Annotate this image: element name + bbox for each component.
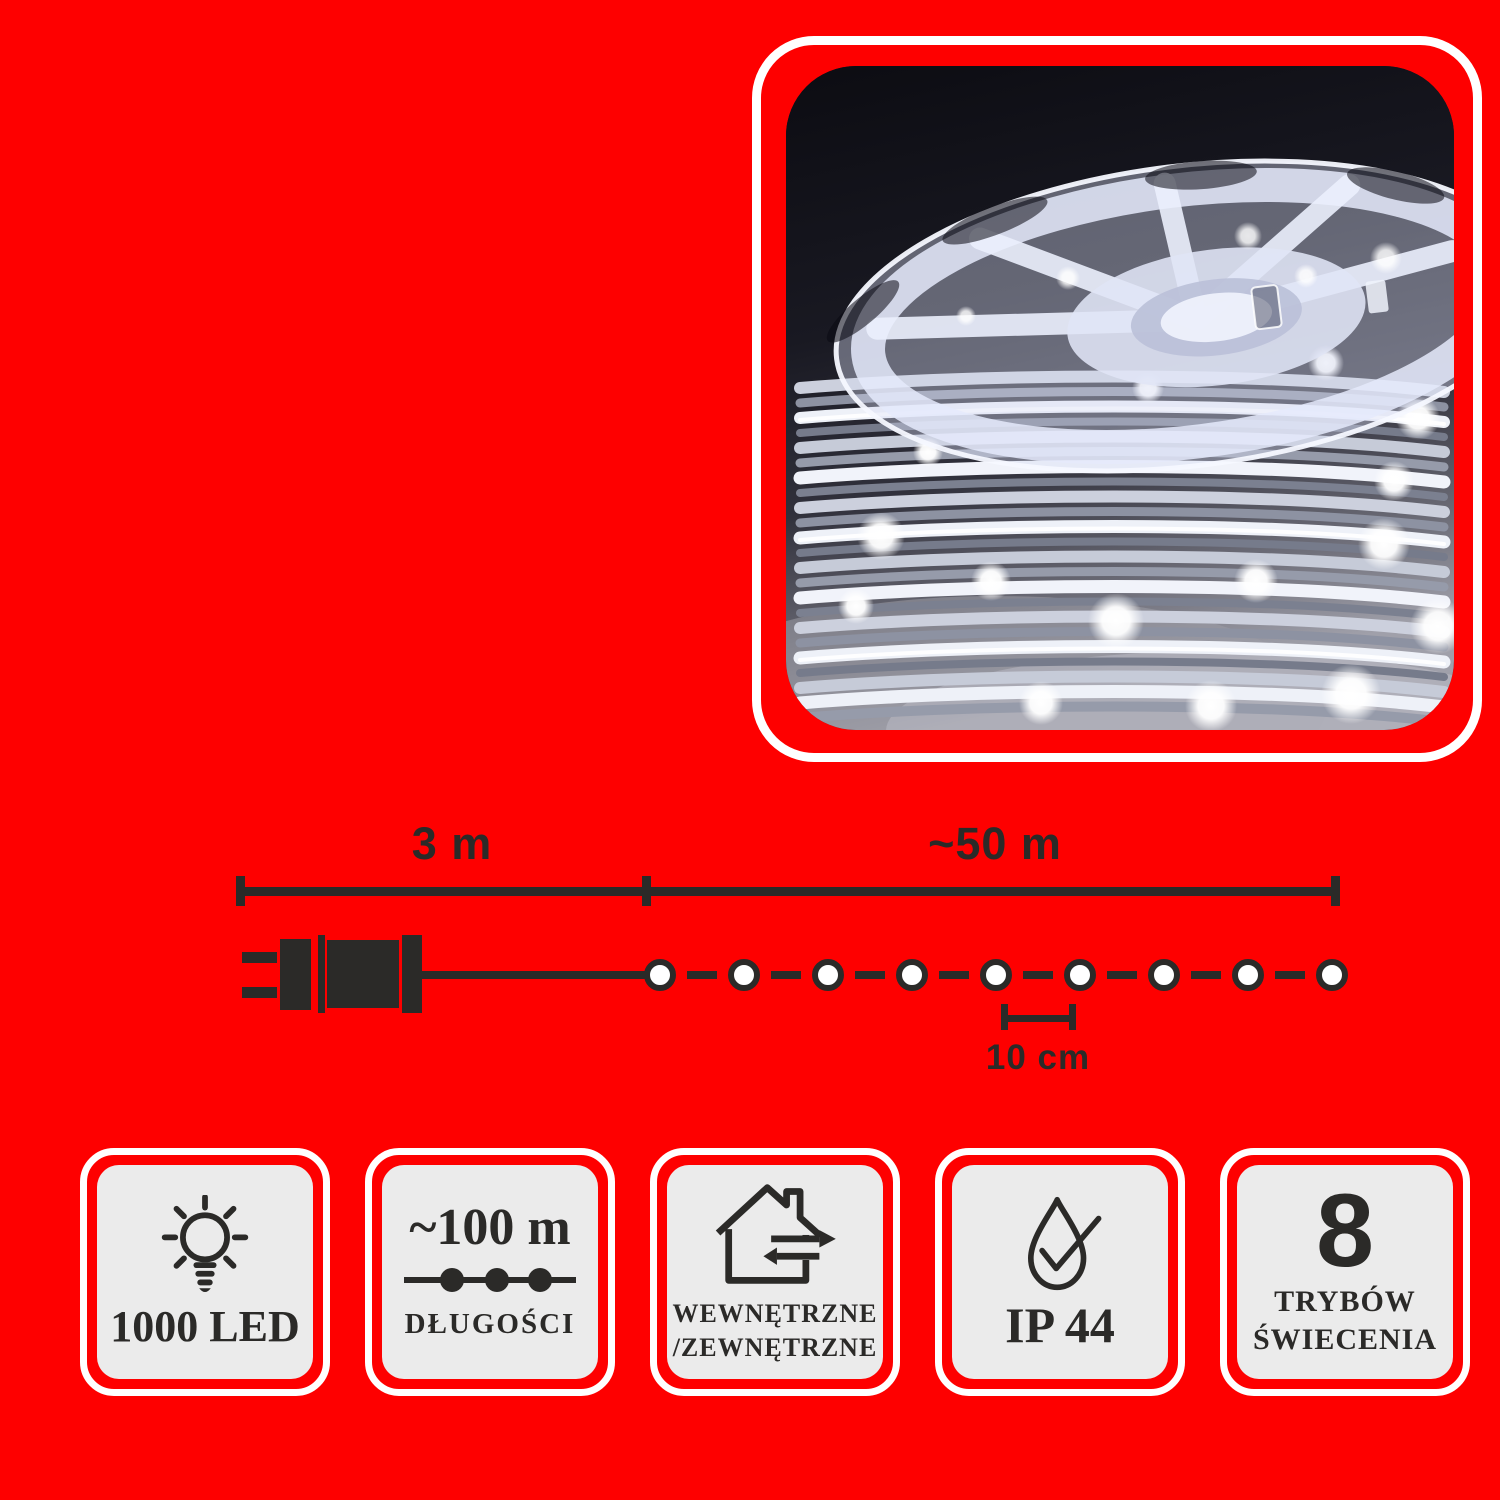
wire-dash	[939, 971, 969, 979]
wire-dash	[771, 971, 801, 979]
modes-label-line1: TRYBÓW	[1274, 1285, 1416, 1319]
wire-dash	[855, 971, 885, 979]
led-dot	[644, 959, 676, 991]
wire-dash	[687, 971, 717, 979]
product-photo-frame	[752, 36, 1482, 762]
lead-cable	[422, 971, 648, 979]
length-label: DŁUGOŚCI	[404, 1308, 576, 1341]
wire-dash	[1107, 971, 1137, 979]
badge-light-modes: 8 TRYBÓW ŚWIECENIA	[1220, 1148, 1470, 1396]
lightbulb-icon	[161, 1195, 249, 1293]
led-dot	[1148, 959, 1180, 991]
spacing-bracket	[1004, 1015, 1073, 1022]
led-string-icon	[404, 1268, 576, 1293]
badge-indoor-outdoor: WEWNĘTRZNE /ZEWNĘTRZNE	[650, 1148, 900, 1396]
led-dot	[728, 959, 760, 991]
led-dot	[1232, 959, 1264, 991]
led-spacing-label: 10 cm	[985, 1038, 1091, 1077]
spacing-bracket-tick-right	[1069, 1004, 1076, 1030]
led-dot	[812, 959, 844, 991]
indoor-outdoor-label-line2: /ZEWNĘTRZNE	[672, 1333, 878, 1362]
lead-length-label: 3 m	[411, 818, 493, 869]
led-spool-illustration	[786, 66, 1454, 730]
length-value: ~100 m	[409, 1199, 571, 1257]
led-count-label: 1000 LED	[110, 1302, 300, 1351]
product-photo	[786, 66, 1454, 730]
wire-dash	[1023, 971, 1053, 979]
indoor-outdoor-label-line1: WEWNĘTRZNE	[672, 1299, 878, 1329]
string-length-label: ~50 m	[928, 818, 1062, 869]
led-dot	[980, 959, 1012, 991]
measure-tick-mid	[642, 876, 651, 906]
led-dot	[1316, 959, 1348, 991]
water-drop-check-icon	[1028, 1196, 1102, 1291]
house-in-out-icon	[715, 1184, 836, 1284]
led-dot	[1064, 959, 1096, 991]
power-plug-icon	[242, 935, 422, 1013]
measure-tick-end	[1331, 876, 1340, 906]
wire-dash	[1275, 971, 1305, 979]
modes-label-line2: ŚWIECENIA	[1252, 1322, 1438, 1356]
badge-length: ~100 m DŁUGOŚCI	[365, 1148, 615, 1396]
modes-count: 8	[1316, 1172, 1374, 1289]
led-string	[644, 959, 1348, 991]
badge-ip-rating: IP 44	[935, 1148, 1185, 1396]
measure-line	[240, 887, 1336, 896]
wire-dash	[1191, 971, 1221, 979]
measure-tick-start	[236, 876, 245, 906]
ip-rating-label: IP 44	[1005, 1297, 1115, 1353]
feature-badges: 1000 LED ~100 m DŁUGOŚCI	[80, 1148, 1470, 1396]
led-dot	[896, 959, 928, 991]
badge-led-count: 1000 LED	[80, 1148, 330, 1396]
spacing-bracket-tick-left	[1001, 1004, 1008, 1030]
